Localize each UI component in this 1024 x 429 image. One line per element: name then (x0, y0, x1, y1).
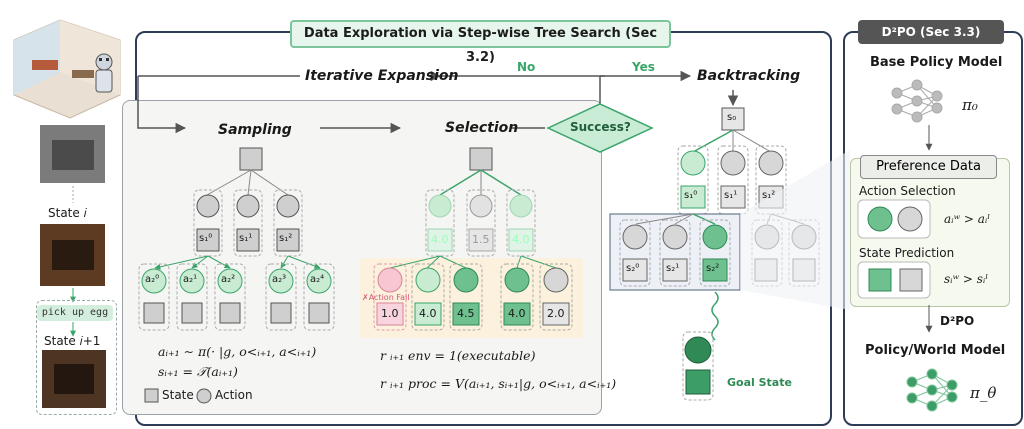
state-i1-label: State 𝑖+1 (44, 334, 101, 348)
policy-formula: aᵢ₊₁ ∼ π(· |g, o<ᵢ₊₁, a<ᵢ₊₁) (158, 344, 317, 359)
backtrack-node-label: s₂⁰ (626, 263, 640, 274)
iterative-expansion-label: Iterative Expansion (305, 68, 459, 84)
legend-action-swatch (196, 388, 212, 404)
legend-state-label: State (162, 388, 194, 402)
selection-label: Selection (445, 120, 519, 136)
legend-action-label: Action (215, 388, 253, 402)
pitheta-label: π_θ (970, 384, 997, 402)
success-label: Success? (570, 120, 631, 134)
policy-world-network-icon (906, 368, 958, 412)
preferred-state-node (868, 268, 892, 292)
no-label: No (517, 60, 536, 74)
sampling-action-label: a₂⁰ (145, 274, 160, 285)
state-transition-frame (36, 300, 117, 415)
selection-score: 4.0 (419, 307, 437, 320)
backtrack-node-label: s₁¹ (724, 190, 738, 201)
d2po-arrow-label: D²PO (940, 314, 975, 328)
legend-state-swatch (144, 388, 159, 403)
backtrack-node-label: s₁² (762, 190, 776, 201)
selection-score: 2.0 (547, 307, 565, 320)
selection-tree (360, 147, 583, 338)
state-prediction-label: State Prediction (859, 246, 955, 260)
action-preference-inequality: aᵢʷ > aᵢˡ (944, 212, 991, 226)
selection-score: 4.0 (508, 307, 526, 320)
sampling-action-label: a₂³ (272, 274, 287, 285)
backtrack-node-label: s₂² (706, 263, 720, 274)
rejected-state-node (899, 268, 923, 292)
policy-world-label: Policy/World Model (865, 343, 1006, 358)
sampling-action-label: a₂² (221, 274, 236, 285)
d2po-section-header: D²PO (Sec 3.3) (858, 20, 1004, 44)
yes-label: Yes (632, 60, 655, 74)
selection-score: 4.0 (431, 233, 449, 246)
proc-reward-formula: r ᵢ₊₁ proc = V(aᵢ₊₁, sᵢ₊₁|g, o<ᵢ₊₁, a<ᵢ₊… (380, 376, 617, 391)
action-text: pick up egg (37, 305, 113, 321)
selection-score: 4.5 (457, 307, 475, 320)
backtracking-tree (609, 107, 850, 401)
backtrack-root-label: s₀ (727, 112, 737, 123)
success-diamond (546, 103, 654, 153)
sampling-node-label: s₁² (279, 233, 293, 244)
pi0-label: π₀ (962, 96, 978, 114)
sampling-action-label: a₂¹ (183, 274, 198, 285)
selection-score: 4.0 (512, 233, 530, 246)
backtrack-node-label: s₂¹ (666, 263, 680, 274)
state-preference-inequality: sᵢʷ > sᵢˡ (944, 272, 989, 286)
action-fail-label: ✗Action Fail (362, 293, 410, 302)
sampling-node-label: s₁⁰ (199, 233, 213, 244)
base-policy-network-icon (891, 79, 943, 123)
sampling-label: Sampling (218, 122, 292, 138)
section-title: Data Exploration via Step-wise Tree Sear… (290, 20, 671, 65)
state-i-label: State 𝑖 (48, 206, 87, 220)
selection-score: 1.0 (381, 307, 399, 320)
backtrack-node-label: s₁⁰ (684, 190, 698, 201)
base-policy-label: Base Policy Model (870, 55, 1003, 70)
rejected-action-node (897, 206, 923, 232)
preferred-action-node (867, 206, 893, 232)
sampling-tree (138, 147, 335, 331)
sampling-action-label: a₂⁴ (310, 274, 325, 285)
action-selection-label: Action Selection (859, 184, 956, 198)
room-illustration (13, 19, 121, 119)
env-reward-formula: r ᵢ₊₁ env = 1(executable) (380, 348, 536, 363)
preference-data-title: Preference Data (860, 155, 997, 179)
goal-state-label: Goal State (727, 376, 792, 389)
backtracking-label: Backtracking (697, 68, 801, 84)
sampling-node-label: s₁¹ (239, 233, 253, 244)
transition-formula: sᵢ₊₁ = 𝒯(aᵢ₊₁) (158, 364, 238, 379)
selection-score: 1.5 (472, 233, 490, 246)
